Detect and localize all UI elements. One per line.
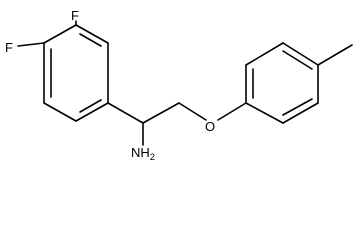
ring1-bond-1 [75,24,109,44]
oxygen-label: O [205,119,215,134]
ring2-bond-5 [282,102,319,124]
ring1-double-bond-a [79,33,102,47]
ring1-bond-4 [43,102,77,122]
c-f-bond-left [17,42,45,47]
chemical-structure-diagram: F F O NH2 [5,8,353,163]
alpha-to-methylene-bond [142,102,180,124]
ring2-bond-3 [282,42,319,66]
ring2-bond-6 [245,102,284,124]
methyl-bond [317,44,353,66]
tolyl-ring [245,42,319,124]
oxygen-to-aryl-bond [217,102,247,121]
difluorophenyl-ring [43,24,109,122]
ring2-bond-2 [245,42,284,66]
ring1-bond-3 [75,102,109,122]
amine-label: NH2 [131,145,155,163]
ring2-double-bond-b [282,50,313,70]
ring1-bond-6 [43,24,77,44]
ring1-double-bond-b [79,99,102,113]
amine-subscript: 2 [150,152,155,163]
ring-to-alpha-carbon-bond [107,102,144,124]
amine-nh-text: NH [131,145,150,160]
ring2-double-bond-c [282,98,313,116]
fluorine-left-label: F [5,40,13,55]
fluorine-top-label: F [71,8,79,23]
methylene-to-oxygen-bond [178,102,207,121]
